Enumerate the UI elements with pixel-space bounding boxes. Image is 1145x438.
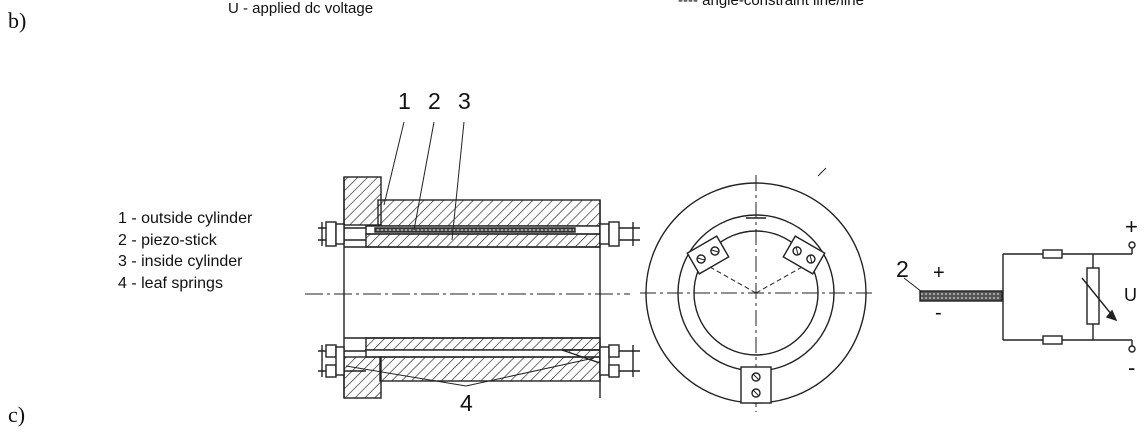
outside-cylinder-top-wall (377, 199, 601, 227)
outside-cylinder-flange-bottom (343, 356, 382, 399)
terminal-minus (1128, 345, 1136, 353)
terminal-minus-label: - (1128, 355, 1136, 380)
circuit-stick-minus: - (935, 302, 942, 324)
resistor-top (1042, 249, 1063, 259)
legend-item: 3 - inside cylinder (118, 253, 243, 270)
resistor-bottom (1042, 335, 1063, 345)
terminal-plus-label: + (1125, 214, 1138, 239)
outside-cylinder-bottom-wall (379, 356, 601, 382)
inside-cylinder-top-wall (365, 233, 601, 248)
circuit (903, 241, 1136, 353)
legend-item: 4 - leaf springs (118, 274, 223, 292)
clamp-bottom (740, 366, 772, 404)
stray-mark (817, 167, 827, 177)
piezo-leader (903, 277, 923, 293)
callout-3: 3 (458, 88, 471, 114)
bolt-right-top (599, 221, 640, 247)
terminal-plus (1128, 241, 1136, 249)
note-applied-voltage: U - applied dc voltage (228, 0, 374, 17)
callout-2: 2 (428, 88, 441, 114)
outside-cylinder-flange-top (343, 176, 382, 226)
legend-item: 1 - outside cylinder (118, 210, 253, 227)
piezo-stick-side (919, 290, 1003, 302)
callout-1: 1 (398, 88, 411, 114)
parts-legend: 1 - outside cylinder 2 - piezo-stick 3 -… (118, 208, 252, 294)
note-angle-constraint: ---- angle-constraint line/line (678, 0, 864, 9)
piezo-stick-section (374, 227, 576, 233)
leader-2 (413, 121, 435, 231)
inside-cylinder-bottom-wall (365, 337, 601, 351)
leader-4b (465, 357, 595, 387)
circuit-stick-number: 2 (896, 256, 909, 282)
cylinder-section-view (305, 121, 640, 399)
leader-4a (345, 365, 467, 387)
bolt-right-bottom (599, 344, 640, 378)
circuit-stick-plus: + (933, 262, 945, 284)
panel-label-b: b) (8, 8, 27, 33)
bolt-left-top (318, 221, 366, 247)
legend-item: 2 - piezo-stick (118, 231, 217, 249)
bolt-left-bottom (318, 344, 366, 378)
clamp-upper-left (686, 235, 730, 275)
clamp-upper-right (782, 235, 826, 275)
leader-1 (383, 121, 405, 206)
leader-3 (451, 121, 465, 241)
voltage-label: U (1124, 285, 1137, 305)
callout-4: 4 (460, 390, 473, 416)
panel-label-c: c) (8, 402, 26, 427)
end-view (640, 167, 872, 412)
